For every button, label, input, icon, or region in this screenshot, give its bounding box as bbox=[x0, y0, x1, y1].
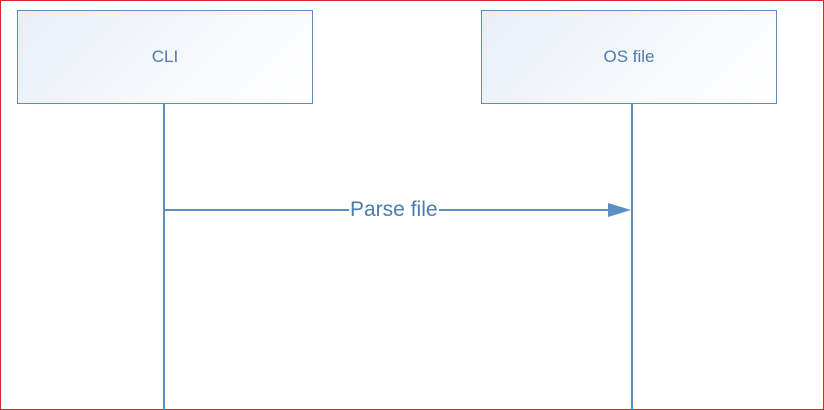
lifeline-cli bbox=[163, 104, 165, 410]
message-label-parse-file: Parse file bbox=[349, 197, 439, 223]
lifeline-os-file bbox=[631, 104, 633, 410]
participant-cli: CLI bbox=[17, 10, 313, 104]
participant-cli-label: CLI bbox=[151, 47, 179, 66]
participant-os-file: OS file bbox=[481, 10, 777, 104]
participant-os-file-label: OS file bbox=[603, 47, 655, 66]
